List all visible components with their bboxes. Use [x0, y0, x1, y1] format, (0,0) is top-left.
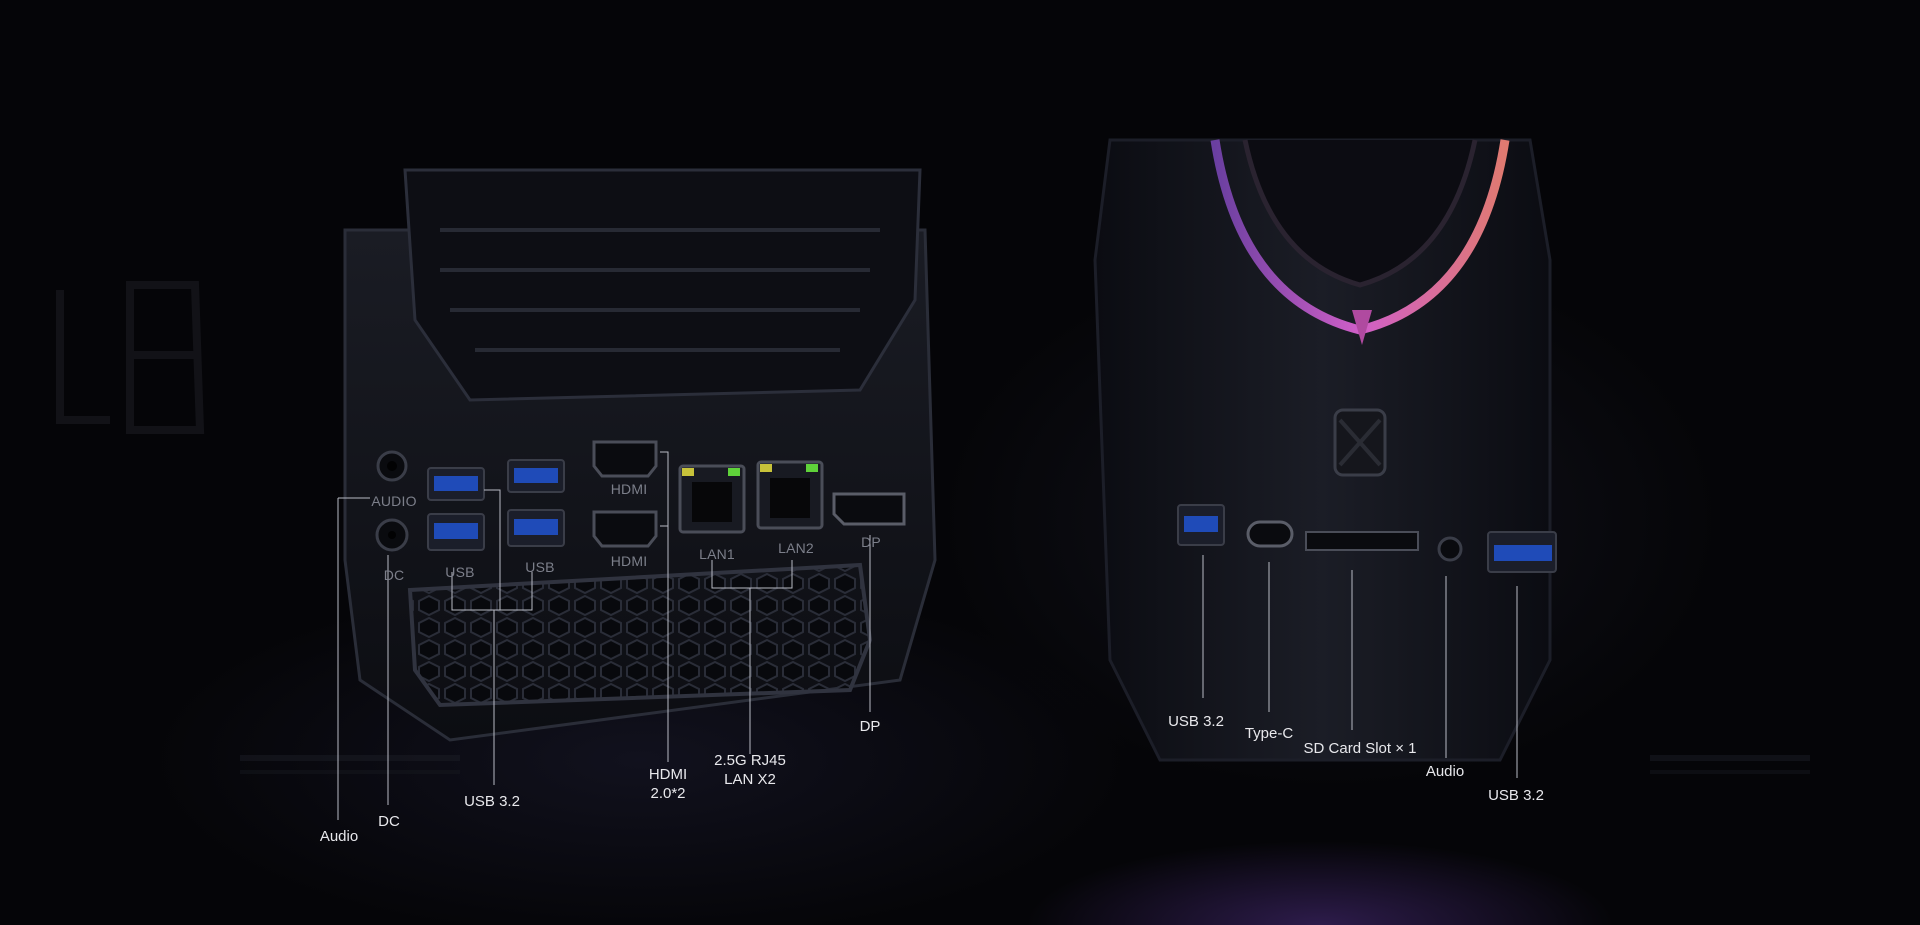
engraved-dp: DP [861, 534, 881, 550]
rear-callout-lines [337, 451, 871, 820]
rear-dc-jack [375, 518, 409, 552]
callout-front-usb32-right: USB 3.2 [1488, 787, 1544, 804]
callout-lan-line1: 2.5G RJ45 [714, 752, 786, 769]
callout-usb32: USB 3.2 [464, 793, 520, 810]
background-stand-left [240, 755, 460, 774]
callout-dc: DC [378, 813, 400, 830]
callout-front-sd-card: SD Card Slot × 1 [1303, 740, 1417, 757]
engraved-dc: DC [383, 567, 405, 583]
callout-lan: 2.5G RJ45 LAN X2 [714, 751, 786, 789]
callout-dp: DP [859, 718, 881, 735]
front-callout-lines [1202, 555, 1518, 778]
callout-hdmi-line1: HDMI [648, 766, 688, 783]
engraved-hdmi-b: HDMI [610, 553, 648, 569]
front-ports [1177, 504, 1557, 573]
callout-hdmi-line2: 2.0*2 [650, 785, 686, 802]
background-logo [56, 281, 205, 434]
engraved-usb-b: USB [525, 559, 555, 575]
front-power-button [1333, 408, 1387, 477]
engraved-audio: AUDIO [371, 493, 417, 509]
engraved-hdmi-a: HDMI [610, 481, 648, 497]
callout-lan-line2: LAN X2 [724, 771, 776, 788]
callout-front-audio: Audio [1425, 763, 1465, 780]
callout-front-typec: Type-C [1244, 725, 1294, 742]
engraved-lan2: LAN2 [778, 540, 814, 556]
rear-hdmi-ports [592, 440, 658, 548]
callout-audio: Audio [319, 828, 359, 845]
rear-audio-jack [376, 450, 408, 482]
rear-lan-ports [678, 460, 824, 534]
rear-chassis [343, 168, 937, 742]
engraved-lan1: LAN1 [699, 546, 735, 562]
rear-usb-ports [427, 459, 565, 551]
callout-front-usb32-left: USB 3.2 [1168, 713, 1224, 730]
engraved-usb-a: USB [445, 564, 475, 580]
background-stand-right [1650, 755, 1810, 774]
front-chassis [1093, 138, 1552, 762]
callout-hdmi: HDMI 2.0*2 [649, 765, 687, 803]
rear-dp-port [832, 492, 906, 526]
